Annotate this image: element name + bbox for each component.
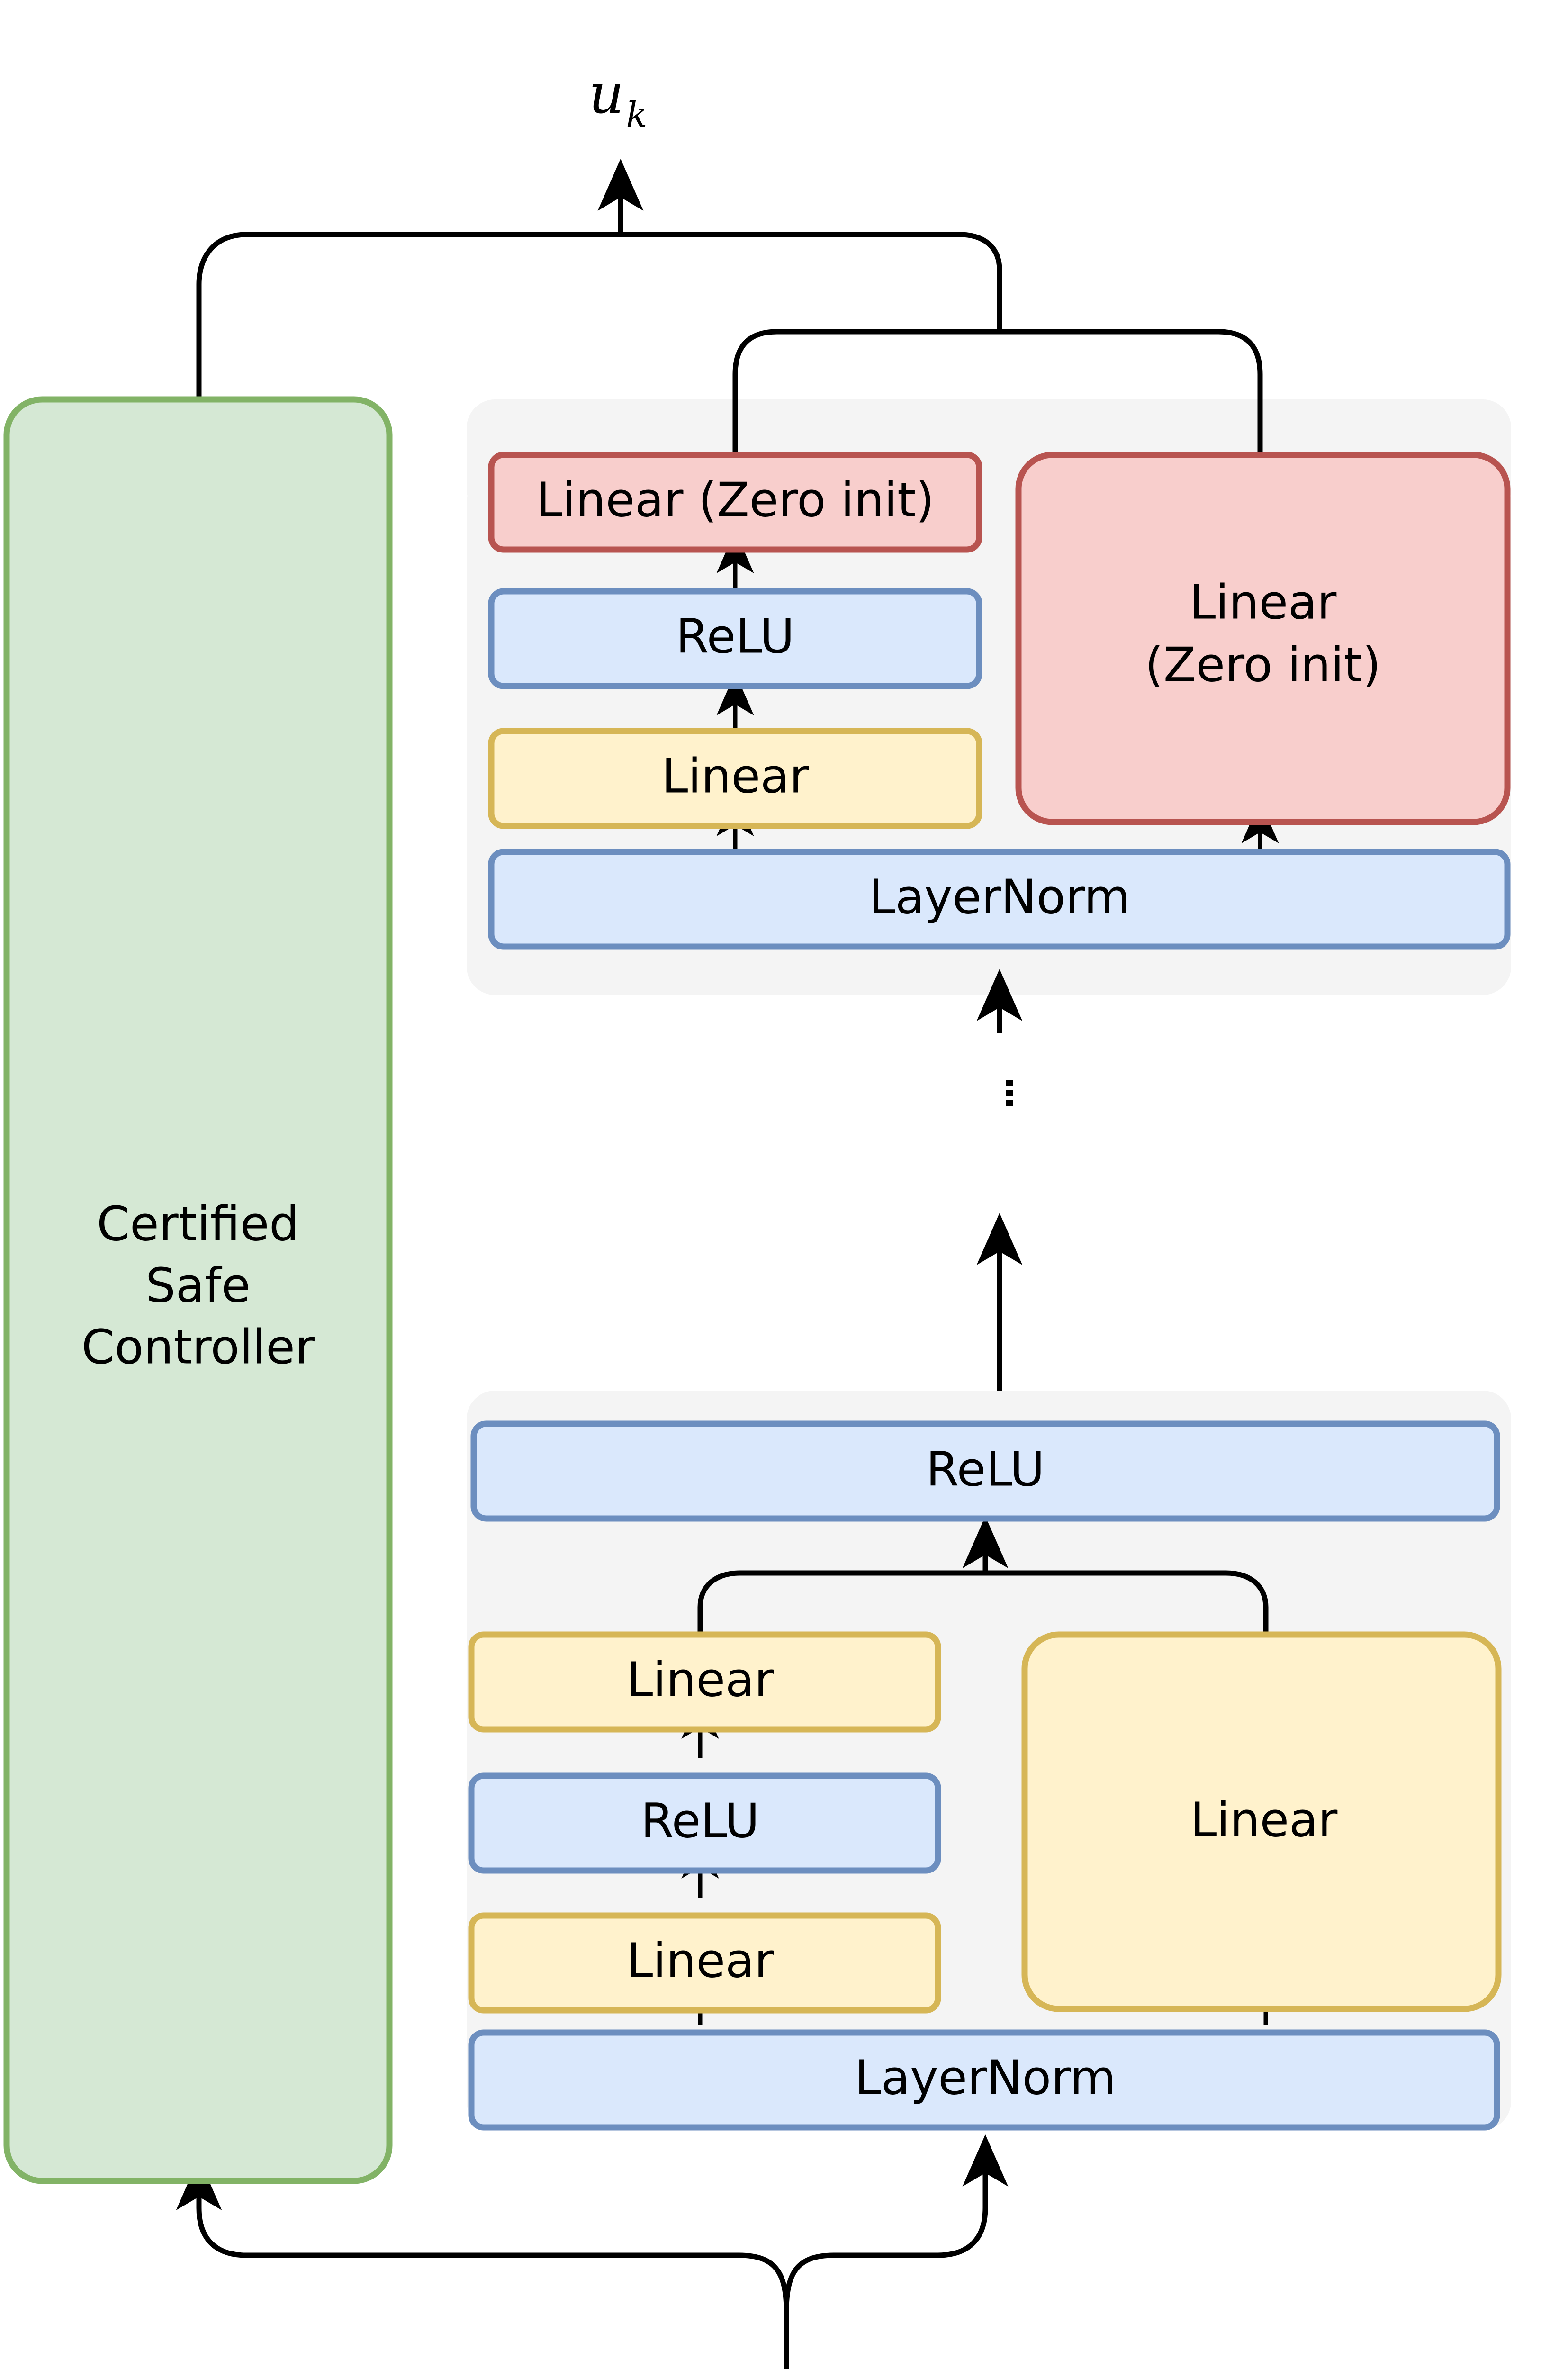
edge-top-merge-right (1000, 329, 1263, 457)
certified-safe-controller-label: Certified Safe Controller (81, 1196, 315, 1374)
svg-text:Linear: Linear (1190, 574, 1337, 630)
bottom-linear-1[interactable] (468, 1912, 941, 2014)
bottom-relu-1-label: ReLU (641, 1793, 759, 1848)
bottom-linear-2[interactable] (468, 1631, 941, 1733)
certified-safe-controller[interactable] (3, 396, 393, 2184)
svg-text:Controller: Controller (81, 1319, 315, 1374)
top-linear-zero-init-right-label: Linear (Zero init) (1145, 574, 1381, 692)
edge-bottom-merge-right (985, 1570, 1269, 1637)
bottom-linear-skip-label: Linear (1190, 1792, 1338, 1847)
bottom-layernorm[interactable] (468, 2029, 1500, 2131)
top-linear-zero-init-left[interactable] (488, 452, 982, 553)
top-linear-label: Linear (662, 748, 810, 804)
bottom-linear-1-label: Linear (627, 1933, 775, 1988)
top-relu[interactable] (488, 588, 982, 689)
edge-bottom-merge-left (697, 1570, 985, 1637)
svg-text:(Zero init): (Zero init) (1145, 637, 1381, 692)
bottom-relu-out-label: ReLU (926, 1441, 1045, 1497)
bottom-relu-1[interactable] (468, 1772, 941, 1874)
svg-text:k: k (626, 94, 648, 135)
top-linear-zero-init-left-label: Linear (Zero init) (536, 472, 935, 527)
top-layernorm[interactable] (488, 849, 1511, 950)
top-linear[interactable] (488, 728, 982, 829)
svg-text:Safe: Safe (145, 1257, 250, 1313)
edge-xk-to-layernorm (784, 2134, 1009, 2313)
edge-top-merge-riser (621, 232, 1002, 332)
top-layernorm-label: LayerNorm (869, 869, 1130, 924)
svg-text:Certified: Certified (97, 1196, 299, 1251)
bottom-linear-skip[interactable] (1021, 1631, 1502, 2012)
svg-text:u: u (589, 62, 624, 126)
top-relu-label: ReLU (676, 608, 794, 664)
edge-top-merge-left (732, 329, 1000, 457)
edge-xk-to-controller (176, 2158, 789, 2313)
vertical-ellipsis-icon (1006, 1080, 1013, 1106)
edge-controller-to-output-junction (196, 232, 621, 398)
top-linear-zero-init-right[interactable] (1015, 452, 1511, 825)
bottom-linear-2-label: Linear (627, 1652, 775, 1707)
output-label-uk: u k (589, 62, 648, 135)
bottom-relu-out[interactable] (470, 1420, 1500, 1522)
bottom-layernorm-label: LayerNorm (855, 2050, 1116, 2105)
